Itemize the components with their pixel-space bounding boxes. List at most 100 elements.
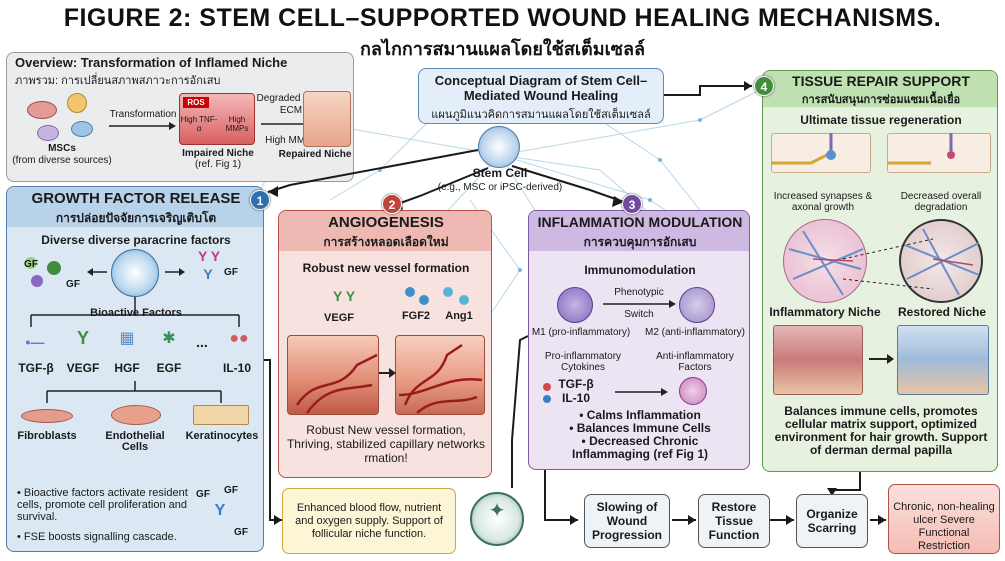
degradation-image xyxy=(887,133,991,173)
factor-label: IL-10 xyxy=(222,361,251,375)
overview-title-thai: ภาพรวม: การเปลี่ยนสภาพสภาวะการอักเสบ xyxy=(15,75,221,87)
msc-cell-icon xyxy=(37,125,59,141)
arrow-icon xyxy=(109,122,176,130)
cell-label: Endothelial Cells xyxy=(105,430,165,453)
repaired-niche-image xyxy=(303,91,351,147)
fibroblast-icon xyxy=(21,409,73,423)
magnified-matrix-image xyxy=(899,219,983,303)
angio-title: ANGIOGENESIS xyxy=(328,214,444,231)
figure-subtitle-thai: กลไกการสมานแผลโดยใช้สเต็มเซลล์ xyxy=(359,39,646,59)
step-number-badge: 1 xyxy=(250,190,270,210)
panel-header-bg xyxy=(763,71,997,107)
inflam-heading: Immunomodulation xyxy=(584,263,696,277)
compass-star-icon: ✦ xyxy=(488,500,506,522)
stem-cell-sub-label: (e.g., MSC or iPSC-derived) xyxy=(437,182,563,193)
inflam-bullet: • Decreased Chronic Inflammaging (ref Fi… xyxy=(571,434,708,461)
gf-label: GF xyxy=(224,267,238,278)
tissue-repair-panel: TISSUE REPAIR SUPPORT การสนับสนุนการซ่อม… xyxy=(762,70,998,472)
il10-label: IL-10 xyxy=(561,391,590,405)
hgf-icon: ▦ xyxy=(119,330,135,347)
tgf-beta-label: TGF-β xyxy=(558,377,594,391)
ecm-label: ECM xyxy=(279,105,303,116)
msc-cell-icon xyxy=(67,93,87,113)
anti-inflammatory-cell-icon xyxy=(679,377,707,405)
gf-label: GF xyxy=(66,279,80,290)
impaired-niche-ref: (ref. Fig 1) xyxy=(194,159,242,170)
ang1-molecule-icon xyxy=(443,287,453,297)
gf-heading: Diverse diverse paracrine factors xyxy=(41,233,231,247)
chronic-ulcer-box: Chronic, non-healing ulcer Severe Functi… xyxy=(888,484,1000,554)
inflammatory-niche-image xyxy=(773,325,863,395)
figure-title: FIGURE 2: STEM CELL–SUPPORTED WOUND HEAL… xyxy=(63,4,942,32)
overview-panel: Overview: Transformation of Inflamed Nic… xyxy=(6,52,354,182)
transformation-label: Transformation xyxy=(109,109,177,120)
antibody-icon: Y Y xyxy=(197,248,221,264)
anti-factors-label: Anti-inflammatory Factors xyxy=(656,351,734,373)
pro-cytokines-label: Pro-inflammatory Cytokines xyxy=(544,351,622,373)
arrow-icon xyxy=(615,388,668,396)
inflammatory-niche-label: Inflammatory Niche xyxy=(769,305,881,319)
gf-title: GROWTH FACTOR RELEASE xyxy=(31,190,241,207)
mscs-label: MSCs xyxy=(48,143,76,154)
ros-badge: ROS xyxy=(183,97,209,108)
high-mmps-small-label: High MMPs xyxy=(225,115,249,133)
restored-niche-label: Restored Niche xyxy=(897,305,987,319)
inflam-bullet: • Calms Inflammation xyxy=(579,408,701,422)
ang1-label: Ang1 xyxy=(445,310,473,322)
fiber-lines xyxy=(788,228,980,296)
m1-macrophage-icon xyxy=(557,287,593,323)
arrow-left-icon xyxy=(87,268,107,276)
branch-lines xyxy=(30,297,240,327)
factor-label: TGF-β xyxy=(18,361,54,375)
fgf2-molecule-icon xyxy=(405,287,415,297)
mscs-sub-label: (from diverse sources) xyxy=(12,155,112,166)
overview-title: Overview: Transformation of Inflamed Nic… xyxy=(15,55,288,70)
egf-icon: ✱ xyxy=(162,330,176,347)
step-number-badge: 4 xyxy=(754,76,774,96)
restored-niche-image xyxy=(897,325,989,395)
vessel-lines xyxy=(295,343,483,414)
branch-lines xyxy=(46,381,222,403)
arrow-icon xyxy=(603,300,676,308)
cytokine-icon xyxy=(543,383,551,391)
neuron-lines xyxy=(771,133,955,165)
angiogenesis-panel: ANGIOGENESIS การสร้างหลอดเลือดใหม่ Robus… xyxy=(278,210,492,478)
stem-cell-label: Stem Cell xyxy=(472,166,528,180)
vegf-label: VEGF xyxy=(324,312,354,324)
vegf-icon: Y xyxy=(76,328,89,348)
gf-molecule-icon xyxy=(31,275,43,287)
m2-label: M2 (anti-inflammatory) xyxy=(644,327,746,338)
gf-bullet: • FSE boosts signalling cascade. xyxy=(17,531,177,543)
angio-caption: Robust New vessel formation, Thriving, s… xyxy=(286,423,486,465)
impaired-niche-label: Impaired Niche xyxy=(182,148,254,159)
stem-cell-icon xyxy=(111,249,159,297)
inflammation-panel: INFLAMMATION MODULATION การควบคุมการอักเ… xyxy=(528,210,750,470)
factor-label: VEGF xyxy=(66,361,100,375)
angio-heading: Robust new vessel formation xyxy=(302,261,470,275)
cytokine-icon xyxy=(543,395,551,403)
high-mmps-label: High MMPs xyxy=(265,135,317,146)
msc-cell-icon xyxy=(71,121,93,137)
high-tnf-label: High TNF-α xyxy=(180,115,218,133)
synapses-label: Increased synapses & axonal growth xyxy=(773,191,873,213)
vegf-icon: Y Y xyxy=(332,288,356,304)
phenotypic-label: Phenotypic xyxy=(614,287,664,298)
concept-title: Conceptual Diagram of Stem Cell–Mediated… xyxy=(434,73,648,103)
tissue-caption: Balances immune cells, promotes cellular… xyxy=(774,404,988,457)
msc-cell-icon xyxy=(27,101,57,119)
tgf-beta-icon: •— xyxy=(25,334,45,350)
arrow-icon xyxy=(379,368,396,378)
ellipsis-label: ... xyxy=(196,334,208,350)
step-number-badge: 3 xyxy=(622,194,642,214)
flow-step-organize: Organize Scarring xyxy=(796,494,868,548)
fgf2-molecule-icon xyxy=(419,295,429,305)
step-number-badge: 2 xyxy=(382,194,402,214)
degraded-ecm-label: Degraded ECM xyxy=(256,93,326,104)
flow-step-restore: Restore Tissue Function xyxy=(698,494,770,548)
flow-step-slowing: Slowing of Wound Progression xyxy=(584,494,670,548)
gf-label: GF xyxy=(224,485,238,496)
factor-label: HGF xyxy=(114,361,140,375)
gf-title-thai: การปล่อยปัจจัยการเจริญเติบโต xyxy=(55,211,217,225)
vessel-tissue-image xyxy=(287,335,379,415)
gf-bullet: • Bioactive factors activate resident ce… xyxy=(17,487,188,523)
